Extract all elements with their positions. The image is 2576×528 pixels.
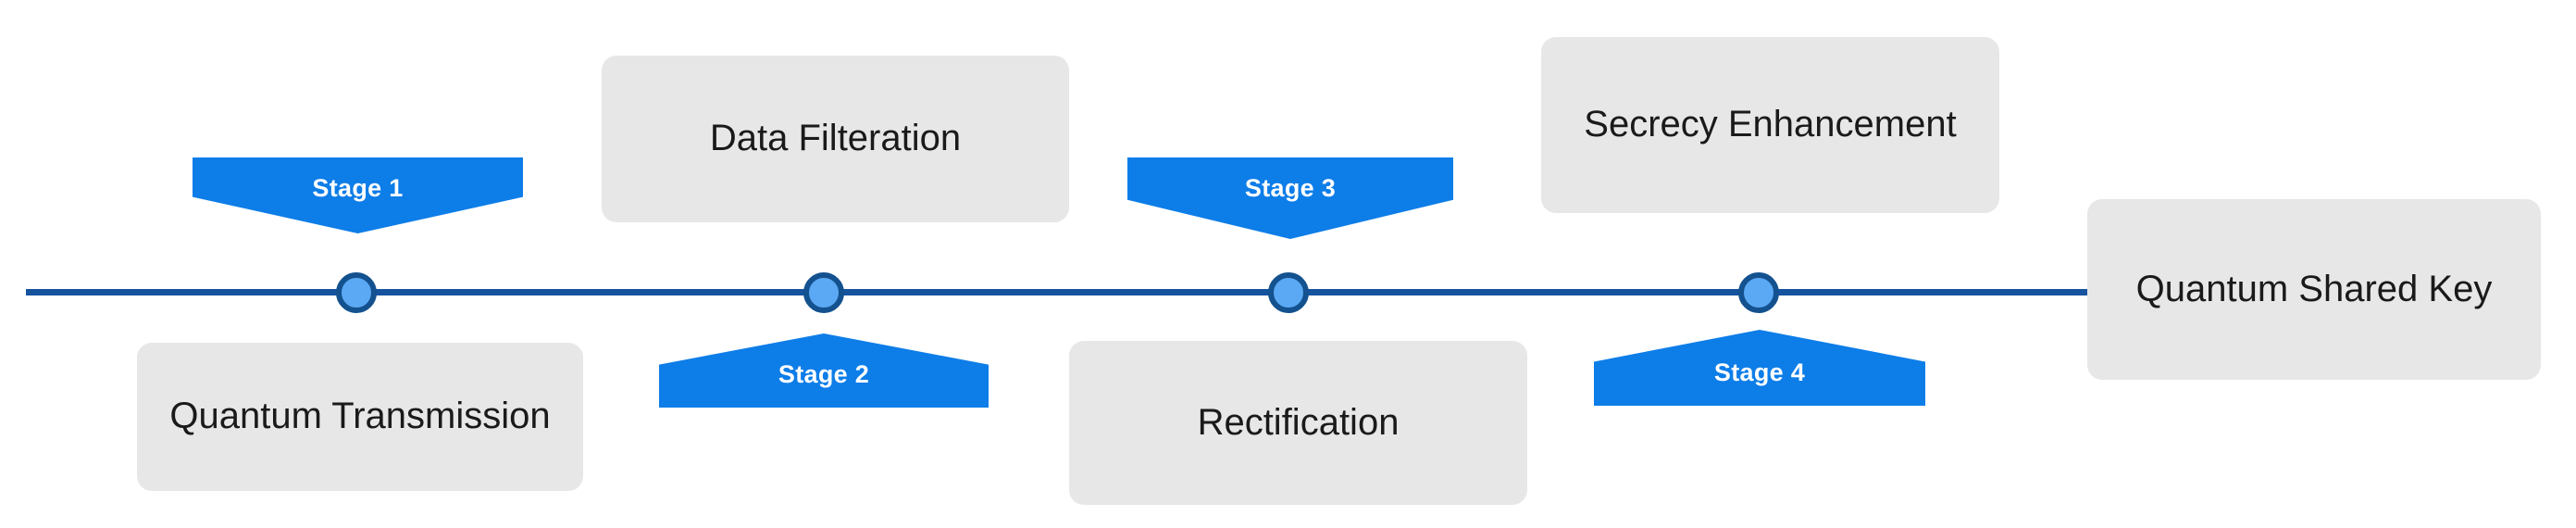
card-quantum-transmission: Quantum Transmission [137, 343, 583, 491]
card-data-filteration: Data Filteration [602, 56, 1069, 222]
stage-label: Stage 4 [1713, 358, 1806, 386]
card-label: Secrecy Enhancement [1584, 104, 1957, 145]
timeline-axis-line [26, 289, 2088, 295]
stage-banner-4: Stage 4 [1594, 330, 1925, 406]
timeline-node-3 [1268, 272, 1309, 313]
stage-banner-1: Stage 1 [193, 157, 523, 233]
card-secrecy-enhancement: Secrecy Enhancement [1541, 37, 1999, 213]
stage-label: Stage 1 [312, 174, 404, 202]
card-label: Quantum Transmission [169, 396, 551, 437]
card-rectification: Rectification [1069, 341, 1527, 505]
card-label: Quantum Shared Key [2135, 268, 2493, 309]
card-label: Rectification [1197, 401, 1400, 443]
card-label: Data Filteration [709, 118, 962, 159]
stage-label: Stage 2 [778, 360, 870, 388]
card-quantum-shared-key: Quantum Shared Key [2087, 199, 2541, 380]
stage-label: Stage 3 [1244, 174, 1337, 202]
timeline-node-2 [803, 272, 844, 313]
timeline-node-4 [1738, 272, 1779, 313]
stage-banner-2: Stage 2 [659, 333, 989, 408]
timeline-node-1 [336, 272, 377, 313]
stage-banner-3: Stage 3 [1127, 157, 1453, 239]
